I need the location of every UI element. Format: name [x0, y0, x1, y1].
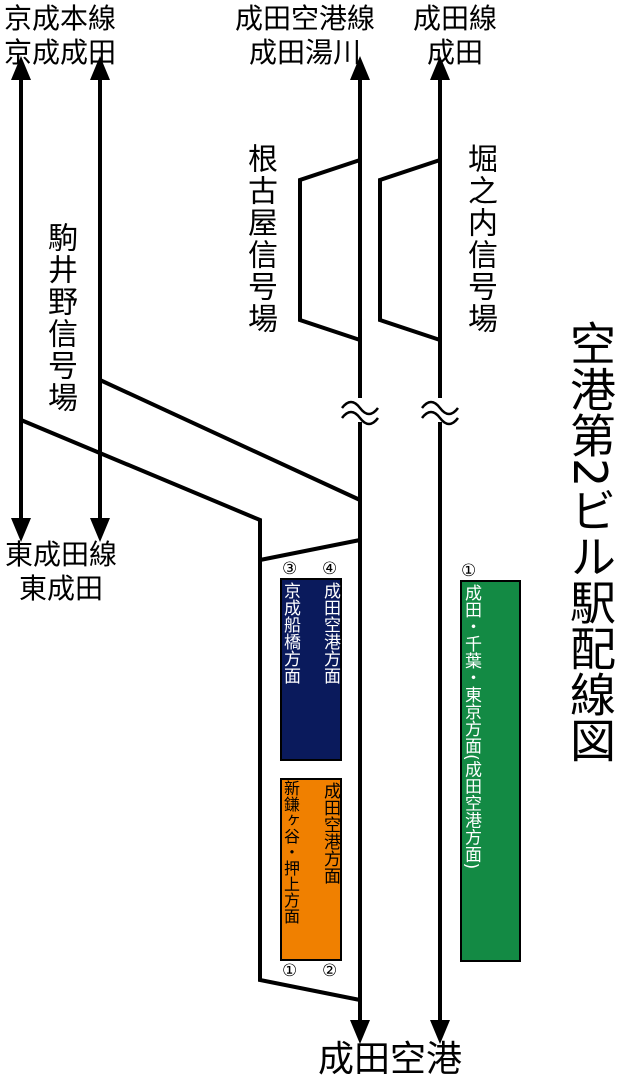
- signal-station-komaino: 駒井野信号場: [42, 222, 77, 414]
- page-title: 空港第2ビル駅配線図: [563, 320, 617, 764]
- arrow-down-icon: [430, 1020, 450, 1044]
- station-name: 東成田: [18, 572, 103, 605]
- break-mark-icon: [421, 398, 459, 426]
- line-name: 成田空港線: [234, 2, 375, 35]
- signal-station-negoya: 根古屋信号場: [242, 143, 277, 335]
- station-name: 成田湯川: [248, 36, 361, 69]
- platform-jr: 成田・千葉・東京方面(成田空港方面): [460, 580, 521, 962]
- platform-direction-right: 成田空港方面: [320, 582, 340, 684]
- signal-station-horinouchi: 堀之内信号場: [462, 143, 497, 335]
- arrow-up-icon: [11, 56, 31, 80]
- line-name: 東成田線: [4, 538, 117, 571]
- label-keisei-main: 京成本線 京成成田: [0, 2, 120, 70]
- line-name: 京成本線: [3, 2, 116, 35]
- track-connector-komaino: [99, 378, 361, 502]
- track-negoya-siding: [298, 158, 361, 342]
- platform-keisei-lower: 新鎌ヶ谷・押上方面 成田空港方面: [280, 778, 342, 961]
- arrow-down-icon: [350, 1020, 370, 1044]
- platform-direction-left: 新鎌ヶ谷・押上方面: [281, 780, 300, 924]
- track-number-4: ④: [322, 559, 338, 579]
- break-mark-icon: [341, 398, 379, 426]
- arrow-up-icon: [90, 56, 110, 80]
- arrow-down-icon: [11, 518, 31, 542]
- track-number-3: ③: [282, 559, 298, 579]
- arrow-up-icon: [430, 56, 450, 80]
- arrow-down-icon: [90, 518, 110, 542]
- arrow-up-icon: [350, 56, 370, 80]
- arrowheads: [11, 56, 450, 1044]
- track-number-jr-1: ①: [461, 561, 477, 581]
- platform-direction: 成田・千葉・東京方面(成田空港方面): [461, 584, 481, 870]
- station-name: 成田: [426, 36, 483, 69]
- track-number-1: ①: [282, 961, 298, 981]
- label-sky-access: 成田空港線 成田湯川: [220, 2, 390, 70]
- track-horinouchi-siding: [378, 158, 441, 342]
- platform-keisei-upper: 京成船橋方面 成田空港方面: [280, 578, 342, 761]
- platform-direction-right: 成田空港方面: [320, 782, 340, 884]
- track-connector-higashinarita: [20, 418, 361, 1002]
- station-name: 京成成田: [3, 36, 116, 69]
- label-narita-airport: 成田空港: [317, 1039, 462, 1080]
- track-connector-platform: [259, 538, 361, 562]
- line-name: 成田線: [412, 2, 497, 35]
- track-number-2: ②: [322, 961, 338, 981]
- label-jr-narita: 成田線 成田: [400, 2, 510, 70]
- label-higashinarita: 東成田線 東成田: [0, 538, 122, 606]
- platform-direction-left: 京成船橋方面: [280, 582, 300, 684]
